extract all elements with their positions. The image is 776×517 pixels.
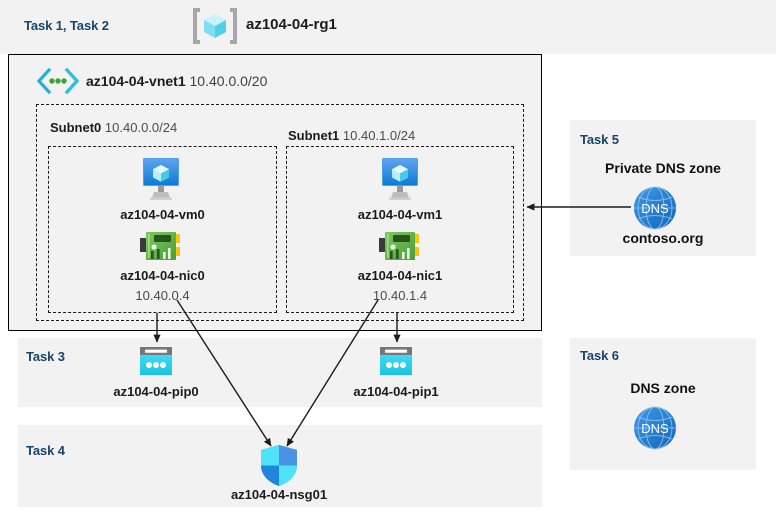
task-label-3: Task 3: [26, 349, 65, 364]
subnet-0-title: Subnet0 10.40.0.0/24: [50, 120, 177, 135]
subnet-1-name: Subnet1: [288, 128, 340, 143]
task5-panel: [570, 120, 756, 256]
subnet-1-title: Subnet1 10.40.1.0/24: [288, 128, 415, 143]
public-ip-address-icon: [374, 345, 418, 379]
vnet-name: az104-04-vnet1: [86, 73, 186, 89]
task3-panel: [18, 338, 542, 407]
task-label-4: Task 4: [26, 443, 65, 458]
network-interface-icon: [140, 230, 182, 264]
subnet-0-cidr: 10.40.0.0/24: [104, 120, 178, 135]
resource-group-name: az104-04-rg1: [246, 16, 337, 33]
network-interface-icon: [379, 230, 421, 264]
virtual-network-icon: [36, 67, 80, 95]
vnet-cidr: 10.40.0.0/20: [189, 73, 268, 89]
vnet-container: [8, 54, 542, 331]
private-dns-zone-heading: Private DNS zone: [605, 160, 721, 176]
nsg-name: az104-04-nsg01: [230, 487, 328, 502]
network-security-group-icon: [257, 443, 301, 489]
public-ip-address-icon: [134, 345, 178, 379]
dns-zone-icon: DNS: [631, 184, 679, 232]
dns-zone-heading: DNS zone: [630, 380, 696, 396]
svg-text:DNS: DNS: [641, 201, 669, 216]
vm-0-name: az104-04-vm0: [120, 207, 205, 222]
task6-panel: [570, 338, 756, 470]
private-dns-zone-name: contoso.org: [622, 230, 704, 246]
subnet-1-box: [286, 146, 514, 313]
task-label-6: Task 6: [580, 348, 619, 363]
nic-1-ip: 10.40.1.4: [372, 288, 428, 303]
subnets-group: [36, 104, 524, 321]
svg-text:DNS: DNS: [641, 421, 669, 436]
dns-zone-icon: DNS: [631, 404, 679, 452]
subnet-1-cidr: 10.40.1.0/24: [342, 128, 416, 143]
nic-0-name: az104-04-nic0: [120, 268, 205, 283]
subnet-0-name: Subnet0: [50, 120, 102, 135]
pip-0-name: az104-04-pip0: [113, 384, 199, 399]
vnet-title: az104-04-vnet1 10.40.0.0/20: [86, 73, 267, 89]
nic-1-name: az104-04-nic1: [357, 268, 443, 283]
nic-0-ip: 10.40.0.4: [135, 288, 190, 303]
task-label-1-2: Task 1, Task 2: [24, 18, 109, 33]
subnet-0-box: [48, 146, 277, 313]
pip-1-name: az104-04-pip1: [353, 384, 439, 399]
vm-1-name: az104-04-vm1: [357, 207, 443, 222]
resource-group-band: [0, 0, 776, 54]
task-label-5: Task 5: [580, 132, 619, 147]
virtual-machine-icon: [372, 156, 428, 202]
virtual-machine-icon: [133, 156, 189, 202]
resource-group-icon: [192, 6, 238, 46]
